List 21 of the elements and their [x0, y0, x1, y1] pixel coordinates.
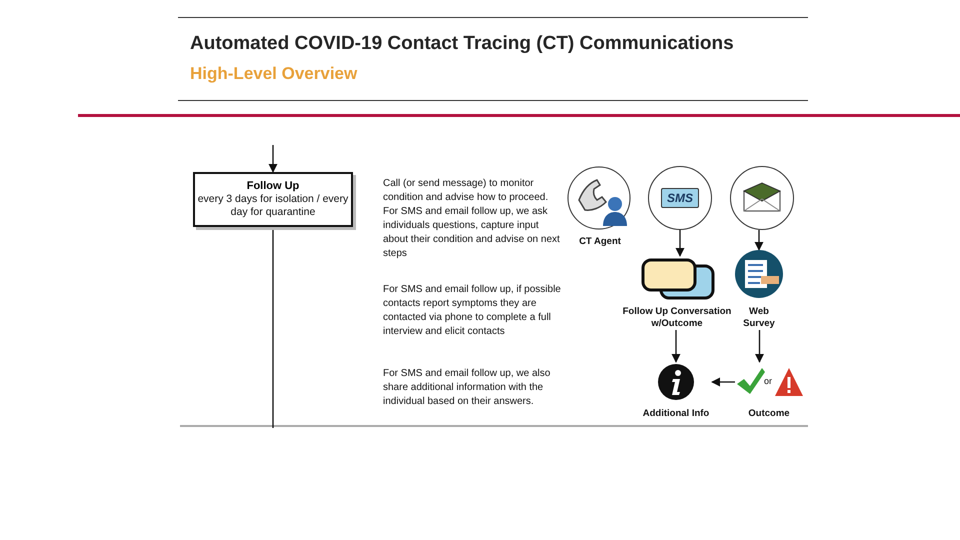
subtitle: High-Level Overview: [190, 64, 358, 84]
icon-caption: Web Survey: [742, 306, 776, 330]
icon-caption: Outcome: [748, 408, 790, 420]
or-text: or: [764, 376, 772, 386]
box-text: every 3 days for isolation / every day for quarantine: [196, 193, 350, 219]
icon-caption: CT Agent: [579, 236, 621, 248]
description-text: For SMS and email follow up, if possible contacts report symptoms they are contacted via phone to complete a full interview and elicit contacts: [383, 283, 562, 339]
icon-caption: Follow Up Conversation w/Outcome: [622, 306, 732, 330]
arrow: [754, 230, 764, 251]
process-box: [193, 172, 353, 227]
description-text: Call (or send message) to monitor condition and advise how to proceed. For SMS and email follow up, we ask individuals questions, capture input about their condition and advise on next steps: [383, 177, 561, 261]
title: Automated COVID-19 Contact Tracing (CT) Communications: [190, 33, 734, 55]
description-text: For SMS and email follow up, we also share additional information with the individual based on their answers.: [383, 367, 552, 409]
arrow: [675, 230, 685, 257]
arrow: [671, 330, 681, 363]
arrow: [754, 330, 764, 363]
sms-bubble-icon: SMS: [660, 188, 699, 208]
box-heading: Follow Up: [246, 180, 300, 193]
arrow: [268, 145, 278, 173]
icon-caption: Additional Info: [642, 408, 710, 420]
arrow: [711, 377, 735, 387]
